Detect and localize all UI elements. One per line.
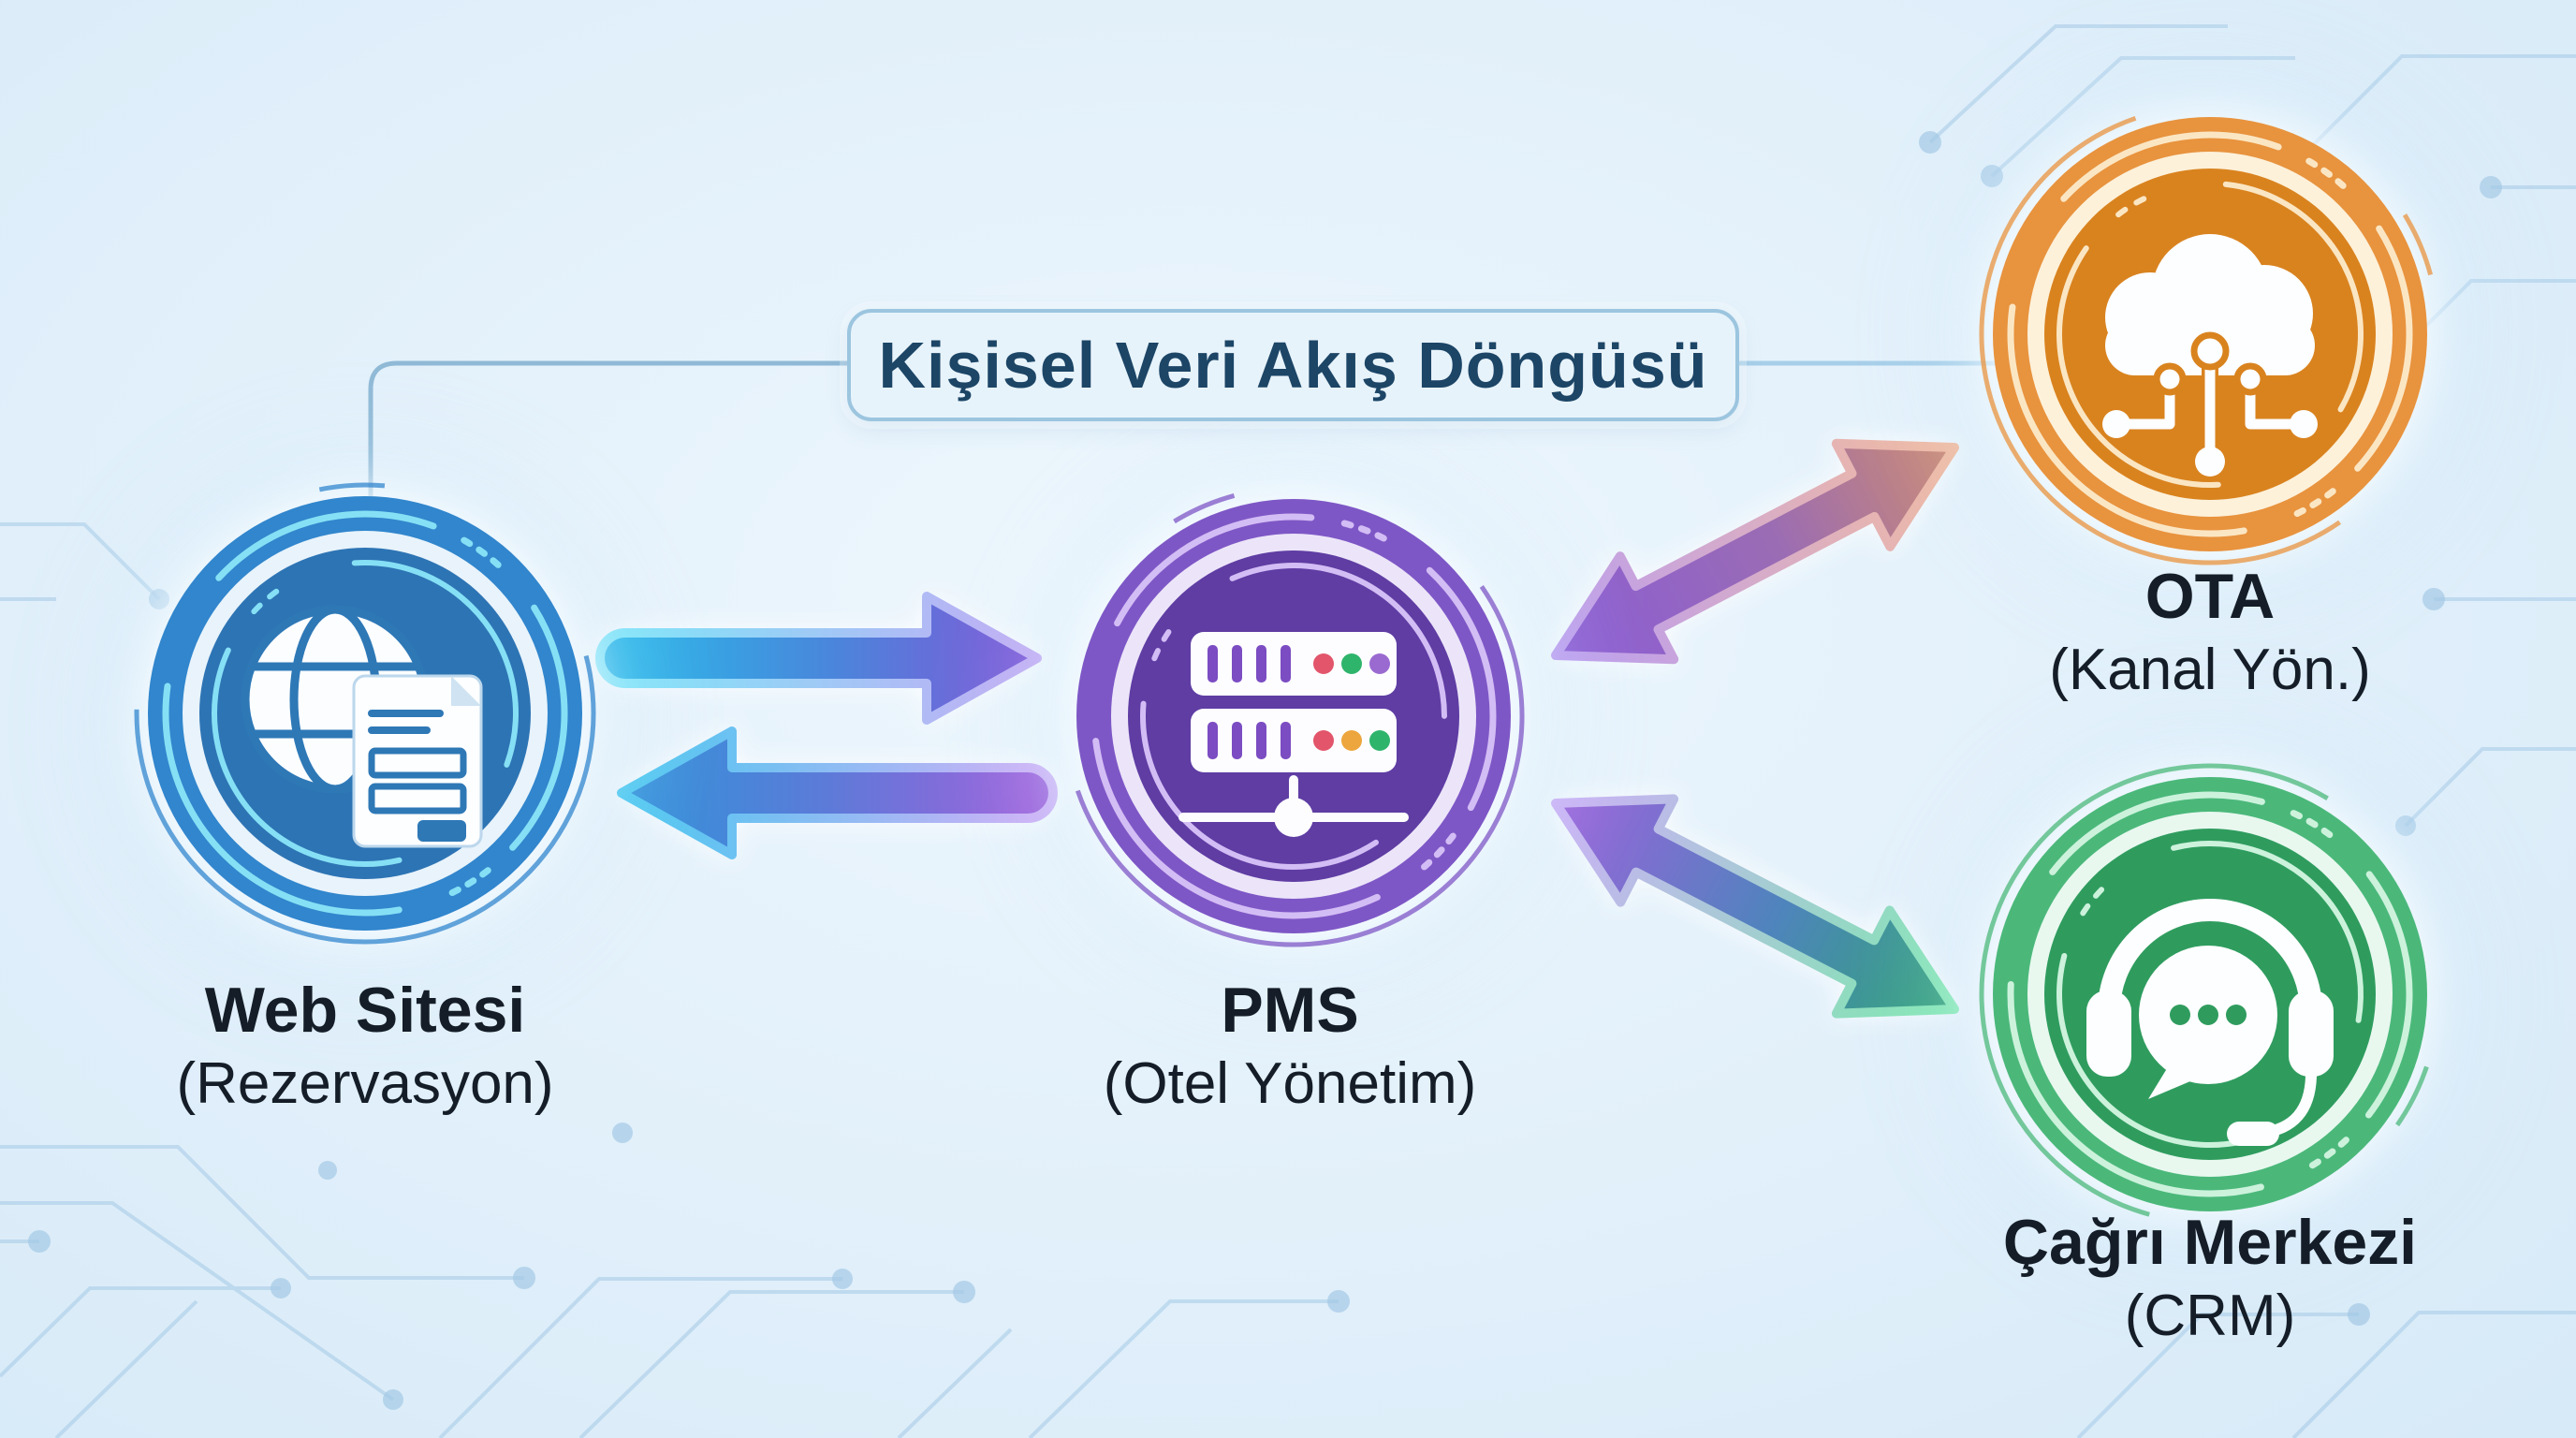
crm-node-deco-outer <box>2007 791 2413 1197</box>
globe-document-icon <box>241 605 483 848</box>
crm-node-title: Çağrı Merkezi <box>2002 1207 2418 1278</box>
web-node-deco-outer <box>162 510 568 917</box>
server-network-icon <box>1178 632 1409 837</box>
cloud-circuit-icon <box>2102 234 2318 477</box>
web-node-outer-arc <box>134 482 596 945</box>
web-node-label: Web Sitesi (Rezervasyon) <box>37 975 693 1117</box>
ota-node-deco-inner <box>2056 181 2364 488</box>
crm-node-deco-inner <box>2056 841 2364 1148</box>
pms-node-deco-outer <box>1090 513 1497 919</box>
arrow-pms-to-web <box>617 726 1058 859</box>
pms-node-deco-inner <box>1140 563 1447 870</box>
pms-node-label: PMS (Otel Yönetim) <box>962 975 1617 1117</box>
pms-node <box>1062 485 1525 947</box>
arrow-web-to-pms <box>595 592 1042 725</box>
crm-node-outer-arc <box>1979 763 2441 1225</box>
web-node <box>134 482 596 945</box>
pms-node-outer-arc <box>1062 485 1525 947</box>
crm-node-subtitle: (CRM) <box>2124 1284 2296 1349</box>
web-node-title: Web Sitesi <box>204 975 526 1046</box>
diagram-title: Kişisel Veri Akış Döngüsü <box>878 329 1708 402</box>
ota-node-label: OTA (Kanal Yön.) <box>1882 561 2538 703</box>
title-box: Kişisel Veri Akış Döngüsü <box>847 309 1739 421</box>
pms-node-title: PMS <box>1221 975 1359 1046</box>
pms-node-subtitle: (Otel Yönetim) <box>1103 1051 1477 1117</box>
ota-node <box>1979 103 2441 565</box>
crm-node-label: Çağrı Merkezi (CRM) <box>1882 1207 2538 1349</box>
crm-node <box>1979 763 2441 1225</box>
ota-node-title: OTA <box>2144 561 2276 632</box>
web-node-deco-inner <box>212 560 519 867</box>
ota-node-subtitle: (Kanal Yön.) <box>2049 638 2371 703</box>
web-node-subtitle: (Rezervasyon) <box>176 1051 554 1117</box>
headset-chat-icon <box>2086 899 2334 1146</box>
